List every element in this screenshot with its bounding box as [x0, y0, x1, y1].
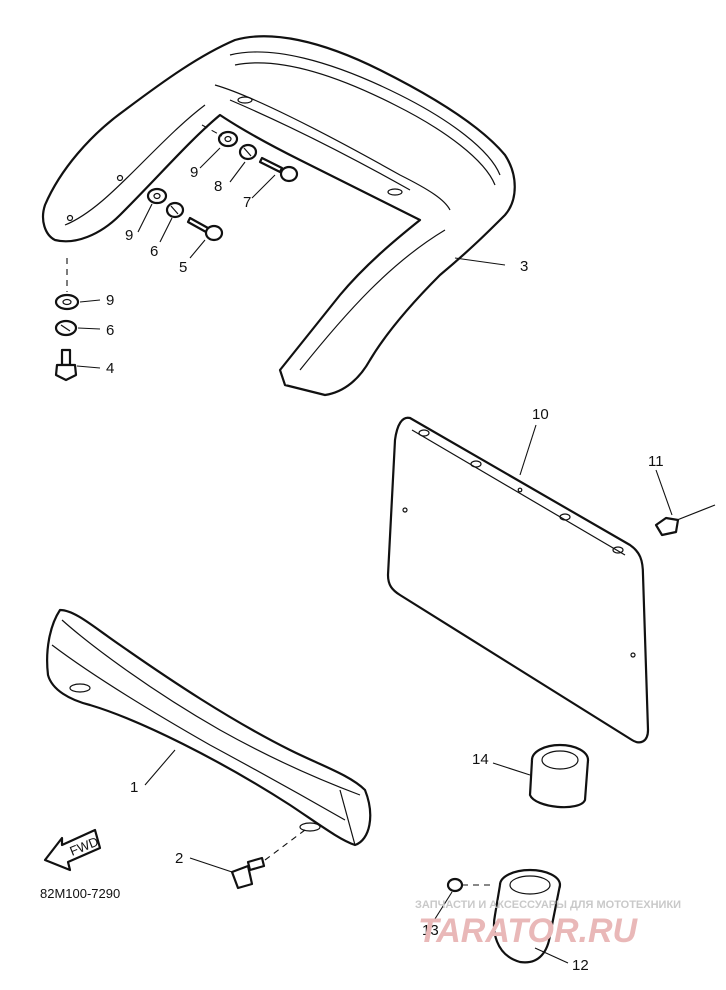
washer-9-mid [146, 187, 168, 205]
assembly-line-part2 [264, 829, 306, 861]
callout-3: 3 [520, 258, 528, 275]
callout-6-mid: 6 [150, 243, 158, 260]
lock-washer-6-mid [165, 201, 185, 219]
bolt-4 [54, 348, 78, 382]
callout-12: 12 [572, 957, 589, 974]
leader-lines [76, 147, 673, 964]
part-2-screw [230, 856, 266, 890]
watermark-brand: TARATOR.RU [418, 912, 639, 950]
washer-9-bottom [54, 293, 80, 311]
part-13-nut [446, 877, 464, 893]
part-1-rear-cover [46, 608, 372, 847]
callout-14: 14 [472, 751, 489, 768]
part-12-bushing [492, 868, 562, 964]
bolt-7 [258, 156, 299, 183]
part-11-pin [654, 504, 716, 537]
callout-2: 2 [175, 850, 183, 867]
diagram-code: 82M100-7290 [40, 886, 120, 901]
lock-washer-8 [238, 143, 258, 161]
callout-1: 1 [130, 779, 138, 796]
callout-9-bottom: 9 [106, 292, 114, 309]
washer-9-top [217, 130, 239, 148]
watermark: ЗАПЧАСТИ И АКСЕССУАРЫ ДЛЯ МОТОТЕХНИКИ TA… [415, 899, 681, 950]
fwd-arrow-icon: FWD [43, 828, 102, 872]
callout-5: 5 [179, 259, 187, 276]
callout-6-bottom: 6 [106, 322, 114, 339]
callout-11: 11 [648, 453, 664, 470]
callout-9-top: 9 [190, 164, 198, 181]
part-10-plate-flap [386, 416, 650, 744]
callout-8: 8 [214, 178, 222, 195]
lock-washer-6-bottom [54, 319, 78, 337]
callout-4: 4 [106, 360, 114, 377]
watermark-caption: ЗАПЧАСТИ И АКСЕССУАРЫ ДЛЯ МОТОТЕХНИКИ [415, 899, 681, 911]
assembly-line-top [201, 124, 223, 137]
bolt-5 [186, 216, 224, 242]
callout-7: 7 [243, 194, 251, 211]
part-14-grommet [528, 743, 590, 809]
callout-10: 10 [532, 406, 549, 423]
callout-9-mid: 9 [125, 227, 133, 244]
part-3-carrier-frame [41, 35, 516, 397]
callout-13: 13 [422, 922, 439, 939]
